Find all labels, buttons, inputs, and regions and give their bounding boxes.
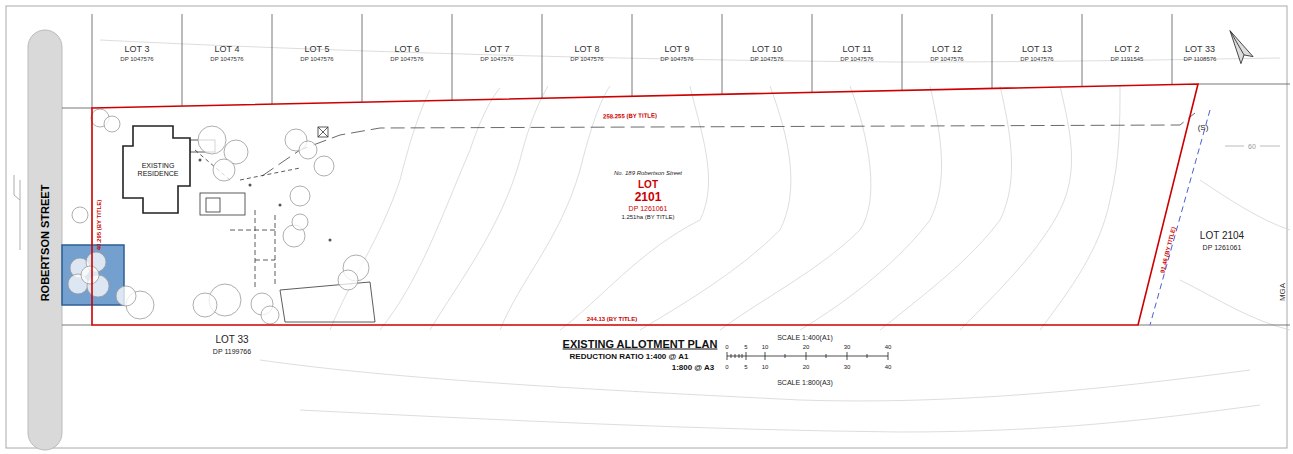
lot-number: LOT 2104: [1200, 231, 1244, 241]
deposited-plan: DP 1199766: [213, 348, 251, 355]
lot-number: LOT 11: [842, 45, 871, 54]
scale-number: 5: [744, 344, 747, 350]
lot-number: LOT 3: [125, 45, 150, 54]
building-label: EXISTING RESIDENCE: [135, 162, 181, 179]
reduction-ratio: REDUCTION RATIO 1:400 @ A1: [570, 353, 689, 361]
boundary-dimension: 40.295 (BY TITLE): [96, 200, 102, 251]
scale-number: 20: [803, 344, 810, 350]
scale-number: 0: [725, 364, 728, 370]
deposited-plan: DP 1047576: [120, 56, 153, 62]
scale-number: 40: [885, 364, 892, 370]
scale-number: 0: [725, 344, 728, 350]
lot-area: 1.251ha (BY TITLE): [621, 214, 674, 220]
scale-title: SCALE 1:400(A1): [777, 334, 833, 341]
lot-number: LOT 8: [575, 45, 600, 54]
deposited-plan: DP 1047576: [750, 56, 783, 62]
deposited-plan: DP 1191545: [1111, 56, 1144, 62]
deposited-plan: DP 1047576: [390, 56, 423, 62]
street-name: ROBERTSON STREET: [40, 185, 51, 302]
contour-label: 60: [1248, 143, 1256, 150]
lot-number: LOT 13: [1022, 45, 1052, 54]
boundary-dimension: 244.13 (BY TITLE): [587, 316, 638, 322]
lot-number: LOT 4: [215, 45, 240, 54]
grid-label: MGA: [1279, 283, 1287, 301]
reduction-ratio: 1:800 @ A3: [672, 364, 715, 372]
scale-number: 10: [762, 364, 769, 370]
deposited-plan: DP 1047576: [480, 56, 513, 62]
deposited-plan: DP 1261061: [629, 205, 668, 212]
lot-number: LOT 33: [1185, 45, 1215, 54]
residence-outline-shape: [123, 126, 190, 213]
scale-title: SCALE 1:800(A3): [777, 379, 833, 386]
lot-number: LOT 5: [305, 45, 330, 54]
scale-number: 30: [844, 344, 851, 350]
lot-number: LOT 2: [1115, 45, 1140, 54]
lot-number: LOT 10: [752, 45, 782, 54]
street-address: No. 189 Robertson Street: [614, 170, 682, 176]
scale-number: 30: [844, 364, 851, 370]
lot-number: LOT 7: [485, 45, 510, 54]
deposited-plan: DP 1108576: [1184, 56, 1217, 62]
scale-number: 5: [744, 364, 747, 370]
deposited-plan: DP 1047576: [840, 56, 873, 62]
deposited-plan: DP 1047576: [300, 56, 333, 62]
deposited-plan: DP 1047576: [1020, 56, 1053, 62]
deposited-plan: DP 1047576: [660, 56, 693, 62]
sewer-marker: (S): [1198, 124, 1209, 132]
scale-number: 40: [885, 344, 892, 350]
scale-number: 20: [803, 364, 810, 370]
lot-boundary: No. 189 Robertson StreetLOT2101 DP 126106…: [92, 84, 1200, 326]
boundary-dimension: 91.46 (BY TITLE): [1159, 226, 1176, 273]
deposited-plan: DP 1047576: [210, 56, 243, 62]
plan-title: EXISTING ALLOTMENT PLAN: [563, 339, 718, 350]
lot-number: LOT 33: [215, 335, 248, 345]
boundary-dimension: 258.255 (BY TITLE): [603, 112, 657, 119]
deposited-plan: DP 1047576: [930, 56, 963, 62]
lot-number: LOT 9: [665, 45, 690, 54]
residence-outline: EXISTING RESIDENCE: [123, 126, 190, 213]
lot-number: LOT 6: [395, 45, 420, 54]
scale-number: 10: [762, 344, 769, 350]
lot-heading: LOT: [638, 180, 658, 190]
deposited-plan: DP 1261061: [1203, 244, 1242, 251]
lot-number: 2101: [635, 191, 662, 203]
lot-number: LOT 12: [932, 45, 962, 54]
deposited-plan: DP 1047576: [570, 56, 603, 62]
